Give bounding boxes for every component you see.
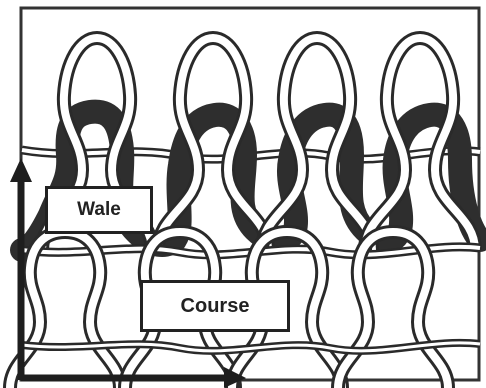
wale-arrow bbox=[10, 158, 32, 380]
course-arrowhead bbox=[224, 367, 246, 388]
course-label: Course bbox=[180, 294, 250, 317]
wale-arrowhead bbox=[10, 158, 32, 182]
course-yarn-bottom-inner bbox=[21, 341, 481, 353]
wale-label: Wale bbox=[77, 199, 121, 220]
course-label-box: Course bbox=[140, 280, 290, 332]
wale-label-box: Wale bbox=[45, 186, 153, 234]
course-arrow bbox=[21, 367, 246, 388]
